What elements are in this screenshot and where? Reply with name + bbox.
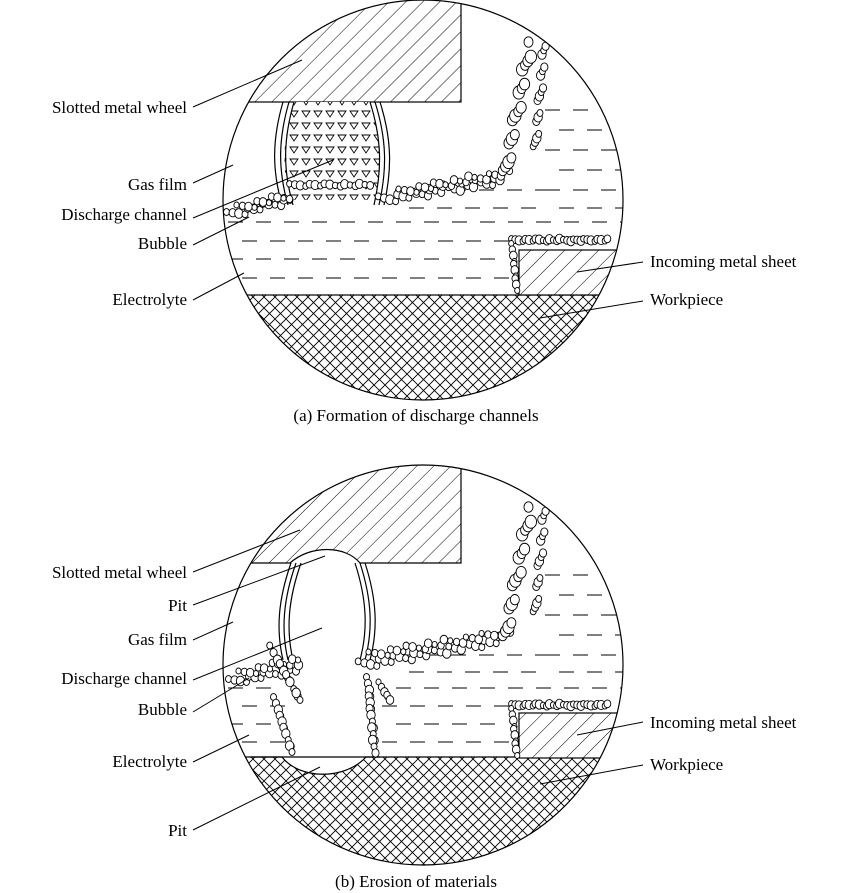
label-slotted-metal-wheel: Slotted metal wheel bbox=[52, 563, 187, 582]
label-bubble: Bubble bbox=[138, 234, 187, 253]
label-workpiece: Workpiece bbox=[650, 755, 723, 774]
label-pit-top: Pit bbox=[168, 596, 187, 615]
label-gas-film: Gas film bbox=[128, 175, 187, 194]
workpiece bbox=[223, 294, 623, 400]
label-slotted-metal-wheel: Slotted metal wheel bbox=[52, 98, 187, 117]
discharge-channel bbox=[284, 102, 380, 200]
label-workpiece: Workpiece bbox=[650, 290, 723, 309]
label-discharge-channel: Discharge channel bbox=[61, 205, 187, 224]
bubble-layer bbox=[223, 36, 612, 294]
magnified-view-circle bbox=[222, 464, 624, 866]
panel-a: Slotted metal wheel Gas film Discharge c… bbox=[52, 0, 797, 425]
incoming-metal-sheet bbox=[518, 712, 623, 759]
magnified-view-circle bbox=[222, 0, 624, 401]
slotted-metal-wheel bbox=[223, 465, 462, 564]
incoming-metal-sheet bbox=[518, 249, 623, 296]
label-incoming-metal-sheet: Incoming metal sheet bbox=[650, 252, 797, 271]
panel-b: Slotted metal wheel Pit Gas film Dischar… bbox=[52, 464, 797, 891]
workpiece bbox=[223, 756, 623, 865]
label-electrolyte: Electrolyte bbox=[112, 752, 187, 771]
label-incoming-metal-sheet: Incoming metal sheet bbox=[650, 713, 797, 732]
label-bubble: Bubble bbox=[138, 700, 187, 719]
label-electrolyte: Electrolyte bbox=[112, 290, 187, 309]
bubble-layer bbox=[225, 501, 612, 759]
label-gas-film: Gas film bbox=[128, 630, 187, 649]
label-pit-bottom: Pit bbox=[168, 821, 187, 840]
caption-a: (a) Formation of discharge channels bbox=[293, 406, 538, 425]
caption-b: (b) Erosion of materials bbox=[335, 872, 497, 891]
label-discharge-channel: Discharge channel bbox=[61, 669, 187, 688]
